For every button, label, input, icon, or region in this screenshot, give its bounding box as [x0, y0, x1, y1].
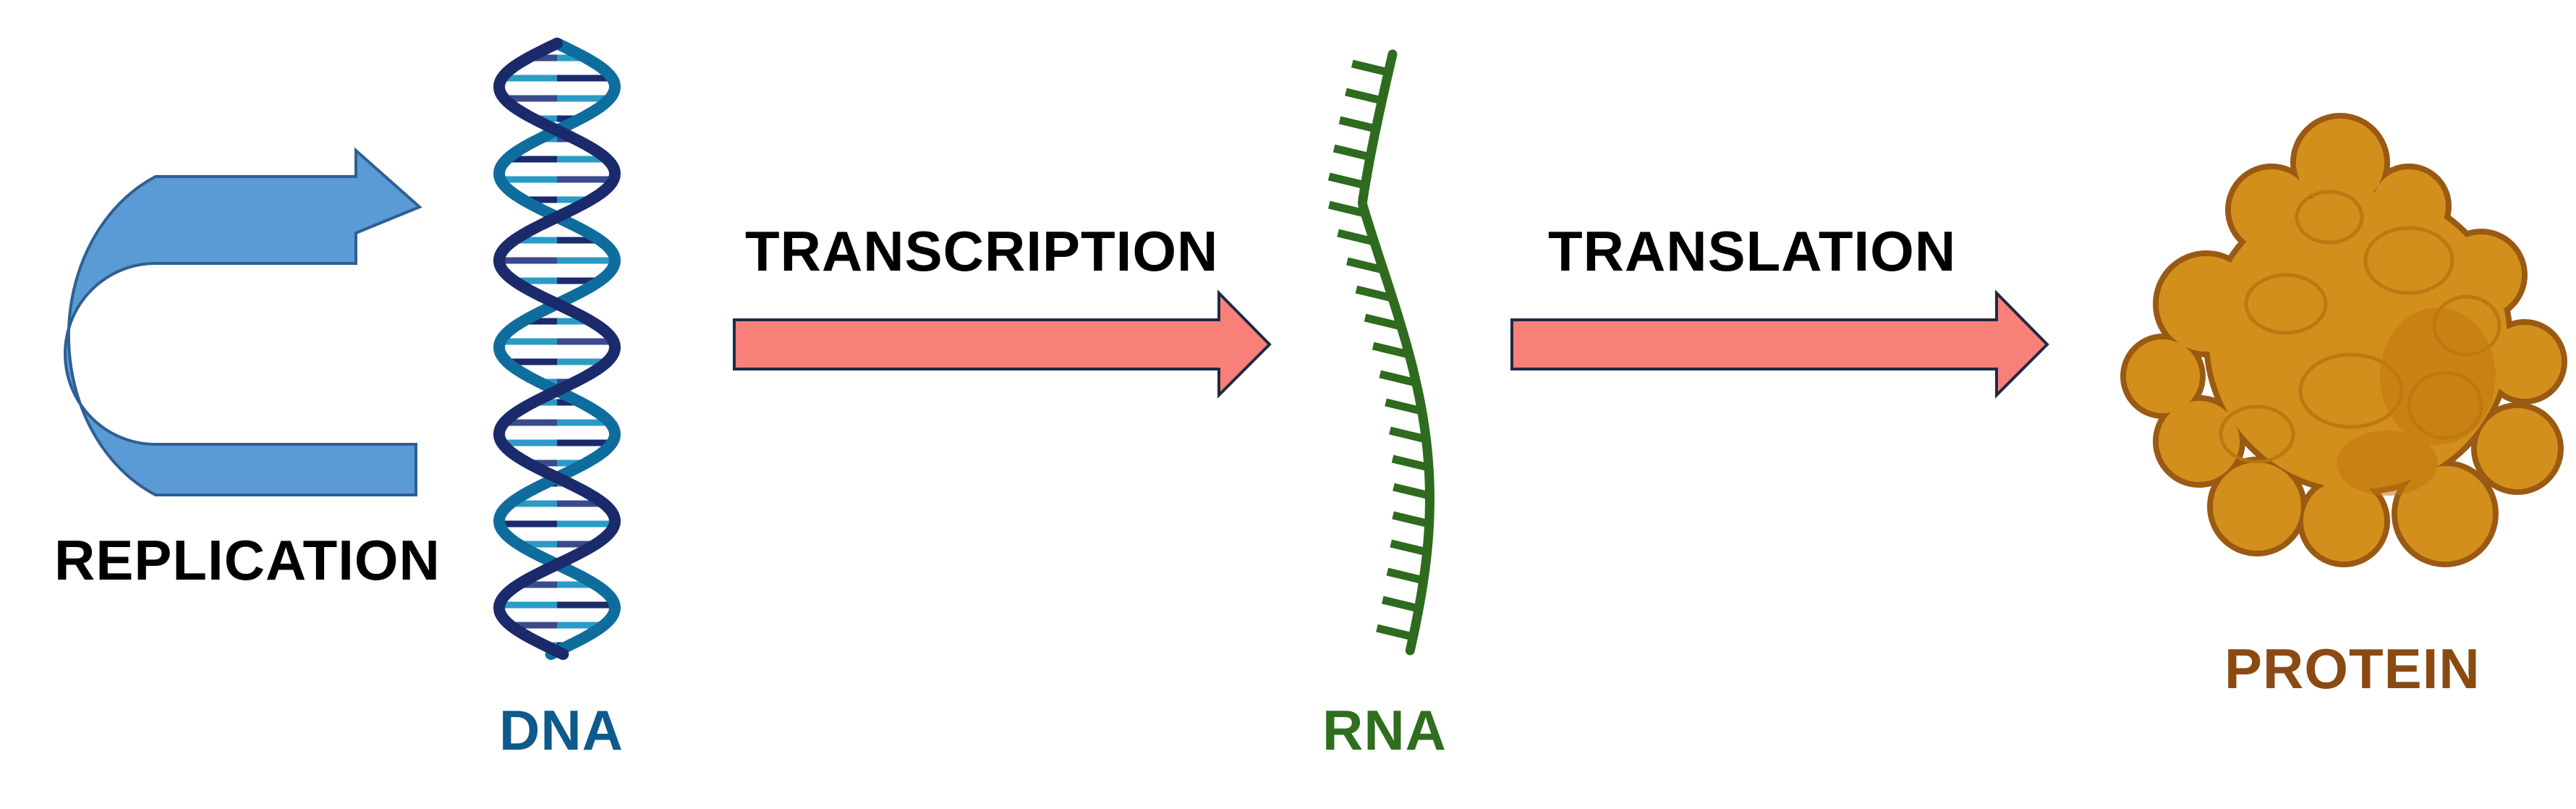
- rna-base: [1351, 59, 1390, 77]
- rna-base: [1346, 257, 1385, 274]
- rna-base: [1386, 567, 1425, 585]
- transcription-label: TRANSCRIPTION: [745, 219, 1219, 283]
- rna-base: [1379, 370, 1417, 387]
- rna-base: [1391, 454, 1430, 472]
- rna-backbone: [1357, 49, 1434, 656]
- dna-label: DNA: [499, 698, 624, 762]
- translation-label: TRANSLATION: [1548, 219, 1957, 283]
- transcription-arrow-icon: [733, 289, 1272, 399]
- rna-base: [1338, 116, 1377, 133]
- rna-base: [1364, 313, 1403, 331]
- rna-base: [1328, 200, 1366, 218]
- dna-strand-b: [493, 38, 621, 660]
- protein-blob-icon: [2120, 113, 2567, 567]
- rna-base: [1393, 483, 1431, 500]
- rna-base: [1390, 539, 1428, 556]
- rna-base: [1389, 426, 1427, 444]
- rna-base: [1372, 342, 1411, 359]
- replication-label: REPLICATION: [54, 528, 441, 592]
- rna-base: [1337, 229, 1375, 246]
- rna-base: [1345, 88, 1383, 105]
- rna-base: [1392, 511, 1430, 528]
- translation-arrow-icon: [1510, 289, 2049, 399]
- rna-strand-icon: [1327, 49, 1434, 656]
- rna-base: [1327, 172, 1366, 190]
- rna-base: [1381, 596, 1420, 613]
- rna-base: [1332, 144, 1372, 161]
- dna-strand-a: [493, 38, 621, 660]
- rna-base: [1385, 398, 1423, 415]
- rna-label: RNA: [1322, 698, 1447, 762]
- dna-double-helix-icon: [493, 38, 621, 660]
- protein-label: PROTEIN: [2224, 637, 2481, 700]
- rna-base: [1376, 624, 1414, 641]
- replication-arrow-icon: [64, 147, 422, 496]
- rna-base: [1355, 285, 1394, 302]
